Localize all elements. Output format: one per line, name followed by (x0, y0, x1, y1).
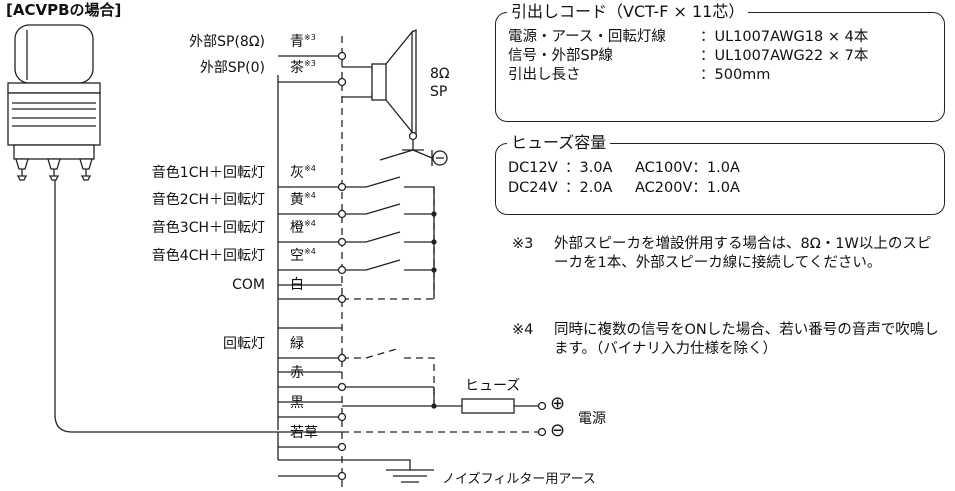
wire-color-green: 緑 (290, 336, 304, 352)
wire-label-white: COM (232, 277, 265, 293)
wire-label-skyblue: 音色4CH＋回転灯 (151, 248, 265, 264)
wire-color-gray: 灰※4 (290, 164, 316, 182)
cord-spec-key: 引出し長さ (508, 67, 581, 83)
push-switch-icon (379, 131, 448, 166)
wire-note-mark: ※4 (304, 164, 316, 173)
wire-color-skyblue: 空※4 (290, 247, 316, 265)
wire-note-mark: ※4 (304, 219, 316, 228)
wire-note-mark: ※4 (304, 247, 316, 256)
note-text: 同時に複数の信号をONした場合、若い番号の音声で吹鳴します。（バイナリ入力仕様を… (554, 322, 939, 357)
fuse-capacity-cell: AC200V：1.0A (635, 180, 740, 196)
power-label: 電源 (578, 411, 606, 427)
fuse-capacity-cell: DC24V (508, 180, 558, 196)
wire-color-white: 白 (290, 277, 304, 293)
fuse-capacity-cell: ：2.0A (565, 180, 613, 196)
cord-spec-title: 引出しコード（VCT-F × 11芯） (507, 3, 749, 21)
page-title: [ACVPBの場合] (6, 1, 122, 19)
earth-icon (342, 459, 434, 483)
earth-label: ノイズフィルター用アース (442, 472, 596, 487)
lamp-switch (342, 347, 547, 437)
wire-color-text: 若草 (290, 425, 318, 441)
fuse-capacity-cell: DC12V (508, 160, 558, 176)
wire-color-blue: 青※3 (290, 33, 316, 51)
wire-color-yellow: 黄※4 (290, 191, 316, 209)
wire-color-text: 茶 (290, 60, 304, 76)
wire-color-orange: 橙※4 (290, 219, 316, 237)
speaker-ohm-label: 8Ω (430, 66, 450, 82)
wire-note-mark: ※3 (304, 33, 316, 42)
wire-color-text: 黒 (290, 395, 304, 411)
fuse-label: ヒューズ (465, 378, 521, 394)
note-text: 外部スピーカを増設併用する場合は、8Ω・1W以上のスピーカを1本、外部スピーカ線… (554, 236, 932, 271)
wire-color-red: 赤 (290, 365, 304, 381)
wire-color-text: 黄 (290, 192, 304, 208)
cord-spec-key: 電源・アース・回転灯線 (508, 29, 666, 45)
wire-color-text: 緑 (290, 336, 304, 352)
cord-spec-value: ：UL1007AWG22 × 7本 (700, 48, 869, 64)
cord-spec-value: ：UL1007AWG18 × 4本 (700, 29, 869, 45)
wire-color-lightgreen: 若草 (290, 425, 318, 441)
signal-tower-lamp (7, 24, 101, 181)
minus-symbol: ⊖ (550, 420, 566, 441)
wire-label-brown: 外部SP(0) (199, 60, 265, 76)
fuse-capacity-cell: ：3.0A (565, 160, 613, 176)
wire-color-text: 空 (290, 248, 304, 264)
fuse-capacity-box (495, 143, 945, 215)
wire-color-text: 白 (290, 277, 304, 293)
main-cable (54, 180, 278, 433)
wire-color-text: 青 (290, 34, 304, 50)
cord-spec-value: ：500mm (700, 67, 771, 83)
wire-color-black: 黒 (290, 395, 304, 411)
plus-symbol: ⊕ (550, 393, 566, 414)
wire-color-brown: 茶※3 (290, 59, 316, 77)
speaker-sp-label: SP (430, 84, 448, 100)
wire-label-green: 回転灯 (223, 336, 265, 352)
fuse-capacity-cell: AC100V：1.0A (635, 160, 740, 176)
wire-label-yellow: 音色2CH＋回転灯 (151, 192, 265, 208)
wire-label-gray: 音色1CH＋回転灯 (151, 165, 265, 181)
wire-label-orange: 音色3CH＋回転灯 (151, 220, 265, 236)
cord-spec-key: 信号・外部SP線 (508, 48, 613, 64)
speaker-icon (342, 28, 417, 136)
wire-note-mark: ※4 (304, 191, 316, 200)
fuse-icon (461, 398, 515, 414)
channel-switches (342, 176, 437, 300)
note-mark: ※3 (512, 236, 534, 252)
fuse-capacity-title: ヒューズ容量 (507, 134, 611, 152)
wire-color-text: 灰 (290, 165, 304, 181)
wire-color-text: 赤 (290, 365, 304, 381)
wire-color-text: 橙 (290, 220, 304, 236)
wire-label-blue: 外部SP(8Ω) (189, 34, 265, 50)
note-mark: ※4 (512, 322, 534, 338)
wire-note-mark: ※3 (304, 59, 316, 68)
